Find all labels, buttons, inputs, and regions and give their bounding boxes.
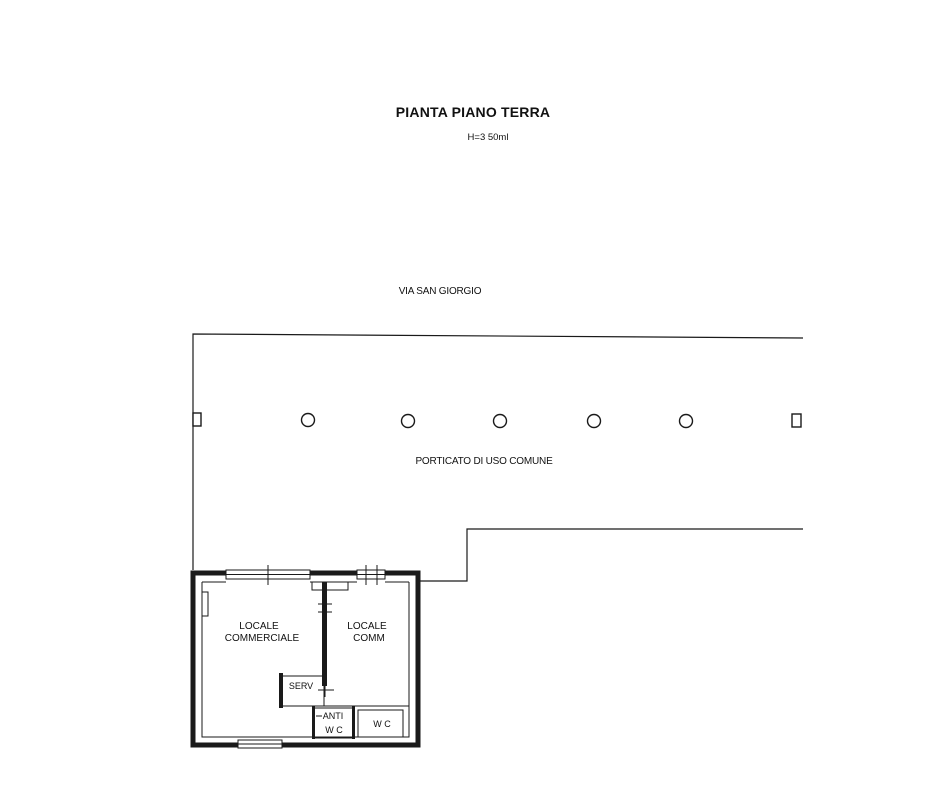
room-label-locale-commerciale-2: COMMERCIALE — [225, 633, 300, 644]
street-label: VIA SAN GIORGIO — [399, 286, 482, 297]
plan-title: PIANTA PIANO TERRA — [396, 104, 551, 120]
height-note: H=3 50ml — [468, 132, 509, 143]
square-pillar-right — [791, 413, 802, 428]
portico-label: PORTICATO DI USO COMUNE — [415, 456, 553, 467]
room-label-wc: W C — [373, 719, 391, 729]
round-pillar — [678, 413, 694, 429]
portico-outline — [192, 333, 804, 582]
room-label-anti-wc-2: W C — [325, 725, 343, 735]
round-pillar — [586, 413, 602, 429]
portico-pillars — [192, 412, 802, 429]
room-label-locale-comm-2: COMM — [353, 633, 385, 644]
room-label-locale-comm-1: LOCALE — [347, 621, 387, 632]
round-pillar — [492, 413, 508, 429]
wc-room — [357, 709, 404, 738]
round-pillar — [300, 412, 316, 428]
commercial-unit — [190, 565, 421, 749]
round-pillar — [400, 413, 416, 429]
room-label-locale-commerciale-1: LOCALE — [239, 621, 279, 632]
square-pillar-left — [192, 412, 202, 427]
room-label-anti-wc-1: ANTI — [323, 711, 344, 721]
room-label-serv: SERV — [289, 681, 313, 691]
